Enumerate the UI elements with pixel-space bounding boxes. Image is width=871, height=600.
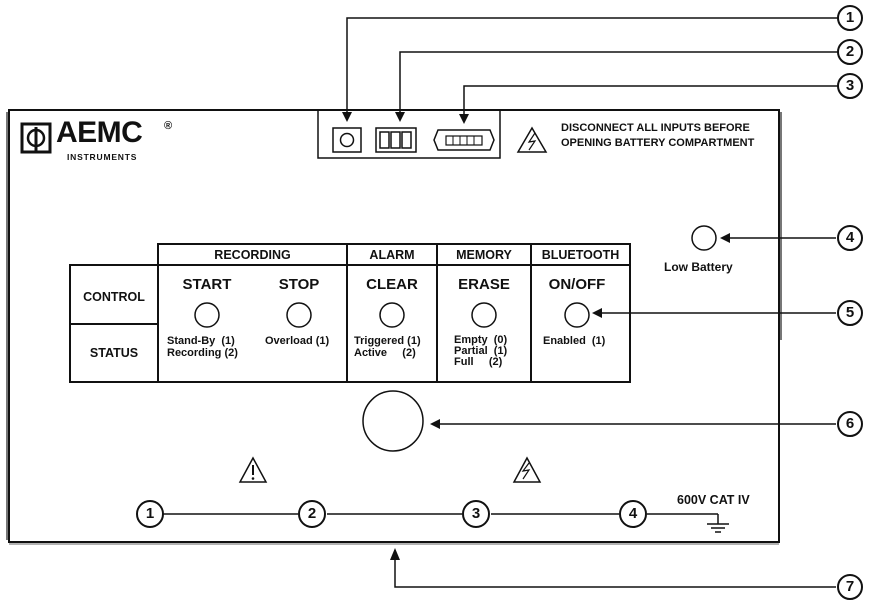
callout-circle-5	[837, 300, 863, 326]
callout-circle-6	[837, 411, 863, 437]
callout-number-6: 6	[845, 415, 855, 432]
low-battery-label: Low Battery	[664, 260, 733, 274]
callout-line-2	[399, 51, 838, 120]
input-number-3: 3	[471, 505, 481, 522]
row-status-label: STATUS	[89, 346, 139, 360]
callout-number-3: 3	[845, 77, 855, 94]
erase-button-shape	[471, 302, 497, 328]
status-erase-1: Empty (0)	[454, 334, 508, 346]
callout-number-4: 4	[845, 229, 855, 246]
callout-line-3	[463, 85, 838, 122]
stop-button-shape	[286, 302, 312, 328]
usb-port	[433, 129, 495, 151]
caution-icon	[238, 456, 268, 483]
low-battery-led	[691, 225, 717, 251]
callout-circle-1	[837, 5, 863, 31]
ground-icon	[707, 514, 729, 533]
device-outline	[8, 109, 780, 543]
status-onoff-1: Enabled (1)	[543, 335, 606, 347]
callout-circle-4	[837, 225, 863, 251]
input-circle-4	[619, 500, 647, 528]
callout-circle-3	[837, 73, 863, 99]
input-number-1: 1	[145, 505, 155, 522]
warning-line-1: DISCONNECT ALL INPUTS BEFORE	[561, 122, 750, 134]
callout-number-2: 2	[845, 43, 855, 60]
status-erase-3: Full (2)	[454, 356, 503, 368]
brand-name: AEMC	[56, 116, 143, 149]
status-start-2: Recording (2)	[167, 347, 238, 359]
onoff-button-shape	[564, 302, 590, 328]
input-circle-3	[462, 500, 490, 528]
input-number-2: 2	[307, 505, 317, 522]
input-circle-1	[136, 500, 164, 528]
callout-number-5: 5	[845, 304, 855, 321]
clear-button[interactable]: CLEAR	[366, 276, 418, 293]
callout-circle-7	[837, 574, 863, 600]
header-bluetooth: BLUETOOTH	[541, 248, 620, 262]
erase-button[interactable]: ERASE	[458, 276, 510, 293]
input-circle-2	[298, 500, 326, 528]
control-table	[69, 243, 631, 383]
dip-switch	[375, 127, 417, 153]
callout-line-7	[394, 556, 836, 588]
status-erase-2: Partial (1)	[454, 345, 508, 357]
callout-number-7: 7	[845, 578, 855, 595]
input-number-4: 4	[628, 505, 638, 522]
status-clear-2: Active (2)	[354, 347, 416, 359]
row-control-label: CONTROL	[83, 290, 145, 304]
status-stop-1: Overload (1)	[265, 335, 330, 347]
rating-label: 600V CAT IV	[677, 493, 750, 507]
registered-mark: ®	[164, 120, 173, 132]
brand-sub: INSTRUMENTS	[67, 152, 138, 162]
shock-warning-icon	[516, 126, 548, 153]
status-start-1: Stand-By (1)	[167, 335, 235, 347]
callout-line-1	[346, 17, 838, 120]
callout-number-1: 1	[845, 9, 855, 26]
header-recording: RECORDING	[214, 248, 291, 262]
status-clear-1: Triggered (1)	[354, 335, 421, 347]
connector-panel	[317, 110, 501, 159]
stop-button[interactable]: STOP	[278, 276, 320, 293]
aemc-logo-icon	[20, 122, 52, 154]
warning-line-2: OPENING BATTERY COMPARTMENT	[561, 137, 755, 149]
callout-circle-2	[837, 39, 863, 65]
start-button-shape	[194, 302, 220, 328]
header-alarm: ALARM	[369, 248, 415, 262]
input-connector-main	[362, 390, 424, 452]
high-voltage-icon	[512, 456, 542, 483]
header-memory: MEMORY	[456, 248, 512, 262]
power-jack	[332, 127, 362, 153]
onoff-button[interactable]: ON/OFF	[548, 276, 606, 293]
clear-button-shape	[379, 302, 405, 328]
start-button[interactable]: START	[182, 276, 232, 293]
